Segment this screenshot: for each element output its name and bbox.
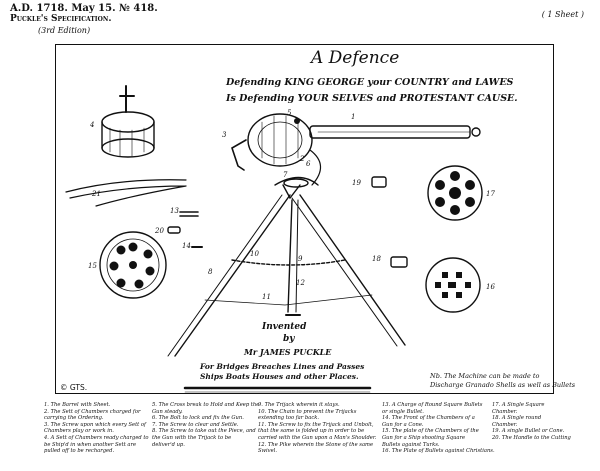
legend-item: 2. The Sett of Chambers charged for <box>44 408 141 415</box>
legend-column-3: 9. The Trijack wherein it stays. 10. The… <box>258 402 376 455</box>
specification-header: A.D. 1718. May 15. № 418. Puckle's Speci… <box>10 3 158 36</box>
part-number: 11 <box>262 293 271 301</box>
legend-item: Swivel. <box>258 448 277 455</box>
part-number: 21 <box>92 190 101 198</box>
legend-item: be Ship'd in when another Sett are <box>44 441 137 448</box>
plate-16 <box>425 257 481 313</box>
legend-item: 3. The Screw upon which every Sett of <box>44 421 146 428</box>
legend-item: or single Bullet. <box>382 408 424 415</box>
engraving-frame <box>55 44 554 394</box>
legend-item: Chamber. <box>492 408 518 415</box>
legend-item: 9. The Trijack wherein it stays. <box>258 402 340 408</box>
bullet-tongs <box>65 179 187 207</box>
legend-item: extending too far back. <box>258 415 320 422</box>
part-number: 4 <box>90 121 95 129</box>
part-number: 8 <box>208 268 213 276</box>
tripod-leg-center <box>287 199 293 313</box>
revolving-cylinder <box>247 113 313 167</box>
part-number: 13 <box>170 207 179 215</box>
part-number: 17 <box>486 190 495 198</box>
inventor-line2: by <box>283 334 295 344</box>
legend-item: that the same is folded up in order to b… <box>258 428 365 435</box>
legend-item: 15. The plate of the Chambers of the <box>382 428 479 435</box>
legend-item: Gun for a Ship shooting Square <box>382 434 466 441</box>
plate-motto-line2: Is Defending YOUR SELVES and PROTESTANT … <box>226 93 518 104</box>
part-number: 1 <box>351 113 356 121</box>
legend-item: Chamber. <box>492 421 518 428</box>
edition-label: (3rd Edition) <box>38 26 91 35</box>
legend-item: 11. The Screw to fix the Trijack and Unb… <box>258 421 374 428</box>
part-number: 18 <box>372 255 381 263</box>
tripod-leg-right <box>299 194 406 346</box>
legend-item: 19. A single Bullet or Cone. <box>492 428 565 435</box>
legend-item: 20. The Handle to the Cutting <box>492 434 571 441</box>
legend-column-4: 13. A Charge of Round Square Bullets or … <box>382 402 495 455</box>
legend-item: Bullets against Turks. <box>382 441 440 448</box>
legend-item: deliver'd up. <box>152 441 185 448</box>
legend-item: 7. The Screw to clear and Settle. <box>152 421 239 428</box>
part-number: 7 <box>283 171 288 179</box>
legend-column-5: 17. A Single Square Chamber. 18. A Singl… <box>492 402 571 442</box>
legend-item: 12. The Pike wherein the Stone of the sa… <box>258 441 374 448</box>
part-number: 10 <box>250 250 259 258</box>
part-number: 6 <box>306 160 311 168</box>
legend-column-2: 5. The Cross break to Hold and Keep the … <box>152 402 259 448</box>
legend-item: Gun steady. <box>152 408 183 415</box>
tripod-leg-left <box>174 194 291 357</box>
legend-item: carried with the Gun upon a Man's Should… <box>258 434 377 441</box>
part-number: 19 <box>352 179 361 187</box>
inventor-line1: Invented <box>262 322 307 332</box>
legend-item: 13. A Charge of Round Square Bullets <box>382 402 483 408</box>
legend-item: 8. The Screw to take out the Piece, and <box>152 428 256 435</box>
legend-item: 17. A Single Square <box>492 402 545 408</box>
note-line2: Discharge Granado Shells as well as Bull… <box>430 381 576 389</box>
inventor-name: Mr JAMES PUCKLE <box>244 347 332 357</box>
legend-item: 1. The Barrel with Sheet. <box>44 402 111 408</box>
part-number: 5 <box>287 109 292 117</box>
legend-item: 14. The Front of the Chambers of a <box>382 415 475 422</box>
plate-17 <box>427 165 483 221</box>
gun-yoke <box>274 176 319 200</box>
legend-item: pulled off to be recharged. <box>44 448 115 455</box>
tripod-chain <box>231 259 346 266</box>
part-number: 2 <box>300 155 305 163</box>
part-number: 15 <box>88 262 97 270</box>
part-number: 16 <box>486 283 495 291</box>
legend-item: the Gun with the Trijack to be <box>152 434 232 441</box>
legend-item: 5. The Cross break to Hold and Keep the <box>152 402 260 408</box>
plate-15 <box>99 231 167 299</box>
part-number: 9 <box>298 255 303 263</box>
specification-title: Puckle's Specification. <box>10 14 112 24</box>
legend-column-1: 1. The Barrel with Sheet. 2. The Sett of… <box>44 402 149 455</box>
purpose-line2: Ships Boats Houses and other Places. <box>200 372 359 381</box>
part-number: 12 <box>296 279 305 287</box>
legend-item: 10. The Chain to prevent the Trijacks <box>258 408 357 415</box>
part-number: 3 <box>222 131 227 139</box>
note-line1: Nb. The Machine can be made to <box>430 372 540 380</box>
purpose-line1: For Bridges Breaches Lines and Passes <box>200 362 365 371</box>
legend-item: 16. The Plate of Bullets against Christi… <box>382 448 495 455</box>
patent-date: A.D. 1718. May 15. № 418. <box>10 3 158 14</box>
copyright-mark: © GTS. <box>60 383 88 392</box>
part-number: 20 <box>155 227 164 235</box>
part-number: 14 <box>182 242 191 250</box>
crank-handle <box>231 139 247 171</box>
legend-item: 4. A Sett of Chambers ready charged to <box>44 434 149 441</box>
legend-item: Gun for a Cone. <box>382 421 424 428</box>
plate-motto-line1: Defending KING GEORGE your COUNTRY and L… <box>226 77 514 88</box>
legend-item: carrying the Ordering. <box>44 415 104 422</box>
plate-title: A Defence <box>311 48 400 68</box>
legend-item: Chambers play or work in. <box>44 428 114 435</box>
sheet-count: ( 1 Sheet ) <box>541 10 584 19</box>
legend-item: 6. The Bolt to lock and fix the Gun. <box>152 415 244 422</box>
legend-item: 18. A Single round <box>492 415 542 422</box>
